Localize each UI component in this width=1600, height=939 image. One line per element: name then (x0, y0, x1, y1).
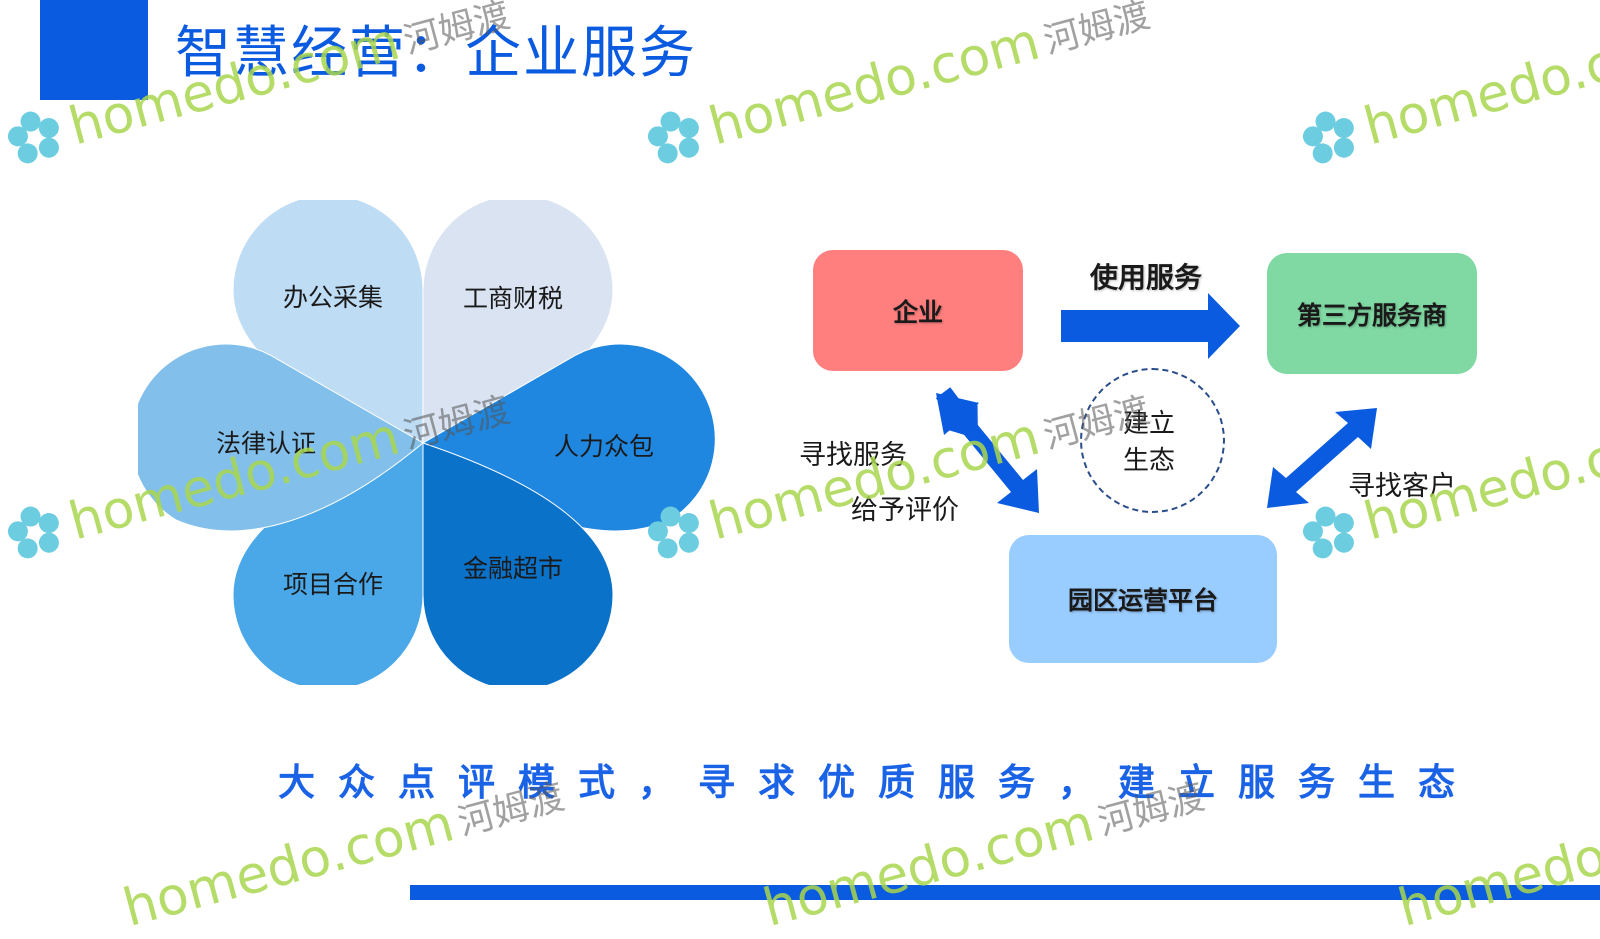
watermark-site: homedo.com (1357, 11, 1600, 158)
slogan-banner: 大众点评模式，寻求优质服务，建立服务生态 (278, 761, 1478, 804)
petal-label-office: 办公采集 (282, 283, 384, 312)
petal-label-hr: 人力众包 (553, 432, 655, 461)
watermark-site: homedo.com (702, 406, 1046, 553)
petal-label-project: 项目合作 (282, 570, 384, 599)
petal-label-tax: 工商财税 (462, 284, 564, 313)
page-title: 智慧经营：企业服务 (175, 21, 697, 86)
find-customer-label: 寻找客户 (1348, 471, 1456, 502)
ecosystem-label-line2: 生态 (1123, 446, 1176, 476)
enterprise-node: 企业 (813, 250, 1023, 371)
flower-petals (130, 194, 716, 691)
use-service-label: 使用服务 (1090, 261, 1203, 294)
homedo-flower-logo-icon (1302, 506, 1354, 559)
give-rating-label: 给予评价 (851, 495, 959, 526)
watermark: homedo.com 河姆渡 (637, 0, 1156, 176)
third-party-provider-node: 第三方服务商 (1267, 253, 1477, 374)
watermark-site: homedo.com (1392, 793, 1600, 939)
petal-finance-market (422, 442, 614, 691)
homedo-flower-logo-icon (1302, 111, 1354, 164)
watermark-site: homedo.com (117, 793, 461, 939)
enterprise-platform-double-arrow (935, 387, 978, 440)
homedo-flower-logo-icon (7, 111, 59, 164)
watermark: homedo.com (1292, 11, 1600, 176)
watermark: homedo.com (1392, 793, 1600, 939)
service-flower-diagram: 办公采集 工商财税 人力众包 金融超市 项目合作 法律认证 (130, 194, 718, 691)
petal-label-finance: 金融超市 (462, 554, 564, 583)
watermark-brand: 河姆渡 (1039, 0, 1155, 63)
ecosystem-label-line1: 建立 (1123, 409, 1176, 439)
ecosystem-circle (1080, 368, 1225, 513)
footer-accent-bar (410, 885, 1600, 900)
watermark-site: homedo.com (757, 793, 1101, 939)
title-accent-square (40, 0, 148, 100)
homedo-flower-logo-icon (7, 506, 59, 559)
use-service-arrow (1061, 293, 1240, 359)
homedo-flower-logo-icon (647, 111, 699, 164)
find-service-label: 寻找服务 (799, 440, 907, 471)
watermark-site: homedo.com (702, 11, 1046, 158)
petal-label-legal: 法律认证 (215, 429, 317, 458)
park-operation-platform-node: 园区运营平台 (1009, 535, 1277, 663)
